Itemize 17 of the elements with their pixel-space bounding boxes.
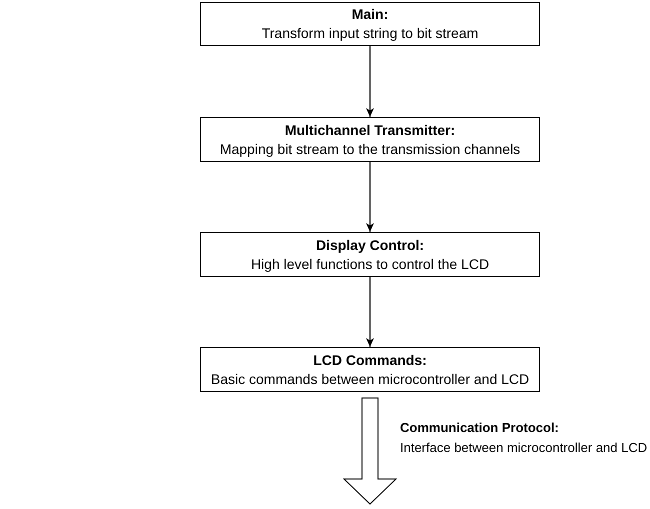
box-description: Mapping bit stream to the transmission channels <box>220 140 520 158</box>
process-box <box>200 2 540 46</box>
edge-label: Communication Protocol: Interface between microcontroller and LCD <box>400 419 648 457</box>
box-heading: Multichannel Transmitter: <box>284 120 456 140</box>
arrow <box>366 162 374 232</box>
box-heading: Main: <box>352 5 388 24</box>
process-box <box>200 347 540 392</box>
process-box <box>200 232 540 277</box>
arrow <box>366 277 374 347</box>
arrow <box>366 46 374 117</box>
box-description: Transform input string to bit stream <box>262 24 478 43</box>
box-description: High level functions to control the LCD <box>250 254 490 274</box>
box-heading: LCD Commands: <box>313 350 427 370</box>
process-box <box>200 117 540 162</box>
block-arrow <box>342 398 398 505</box>
box-description: Basic commands between microcontroller and LCD <box>210 370 530 388</box>
box-heading: Display Control: <box>316 236 424 254</box>
